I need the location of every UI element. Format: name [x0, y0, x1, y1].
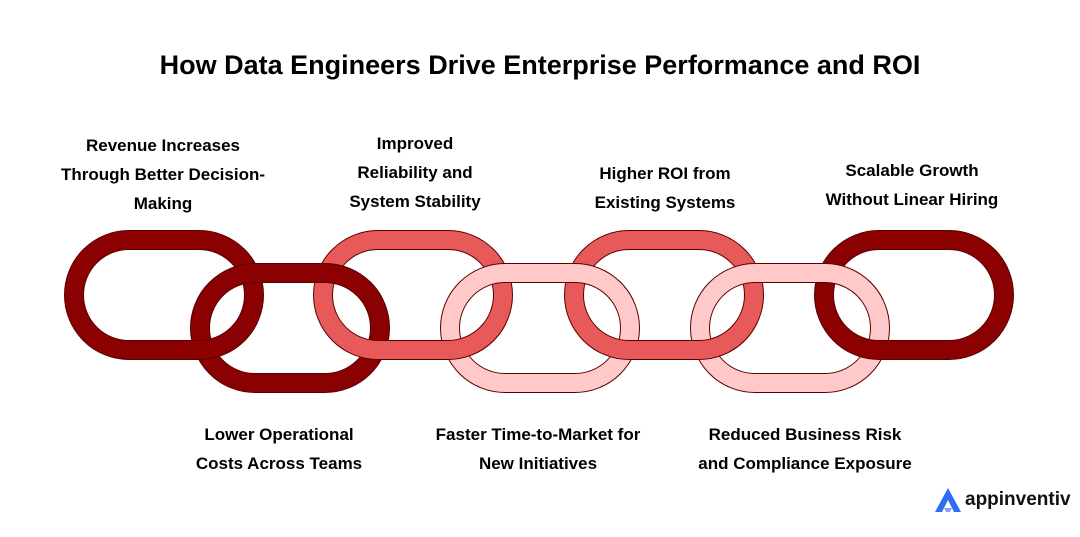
label-line: Costs Across Teams [195, 454, 363, 473]
label-higher-roi: Higher ROI from Existing Systems [540, 159, 790, 217]
chain-link [814, 230, 1014, 360]
label-line: and Compliance Exposure [698, 454, 912, 473]
label-operational-costs: Lower Operational Costs Across Teams [154, 420, 404, 478]
label-line: Existing Systems [594, 193, 736, 212]
page-title: How Data Engineers Drive Enterprise Perf… [159, 50, 921, 80]
chain-link [564, 230, 764, 360]
chain-link [64, 230, 264, 360]
label-line: Revenue Increases [85, 136, 241, 155]
label-reliability: Improved Reliability and System Stabilit… [290, 129, 540, 216]
label-revenue: Revenue Increases Through Better Decisio… [38, 131, 288, 218]
label-line: Faster Time-to-Market for [435, 425, 641, 444]
label-line: System Stability [349, 192, 481, 211]
label-business-risk: Reduced Business Risk and Compliance Exp… [680, 420, 930, 478]
label-line: New Initiatives [478, 454, 598, 473]
label-line: Lower Operational [204, 425, 354, 444]
appinventiv-logo-icon [935, 488, 961, 512]
label-line: Scalable Growth [845, 161, 979, 180]
label-line: Improved [376, 134, 454, 153]
label-line: Higher ROI from [599, 164, 731, 183]
label-line: Reliability and [357, 163, 473, 182]
chain-link [313, 230, 513, 360]
label-line: Through Better Decision- [60, 165, 265, 184]
brand-logo: appinventiv [933, 485, 1071, 515]
label-scalable-growth: Scalable Growth Without Linear Hiring [787, 156, 1037, 214]
label-line: Making [133, 194, 193, 213]
chain-link [190, 263, 390, 393]
label-line: Without Linear Hiring [825, 190, 999, 209]
chain-link [440, 263, 640, 393]
brand-name: appinventiv [965, 489, 1071, 510]
label-line: Reduced Business Risk [708, 425, 902, 444]
chain-link [690, 263, 890, 393]
label-time-to-market: Faster Time-to-Market for New Initiative… [413, 420, 663, 478]
